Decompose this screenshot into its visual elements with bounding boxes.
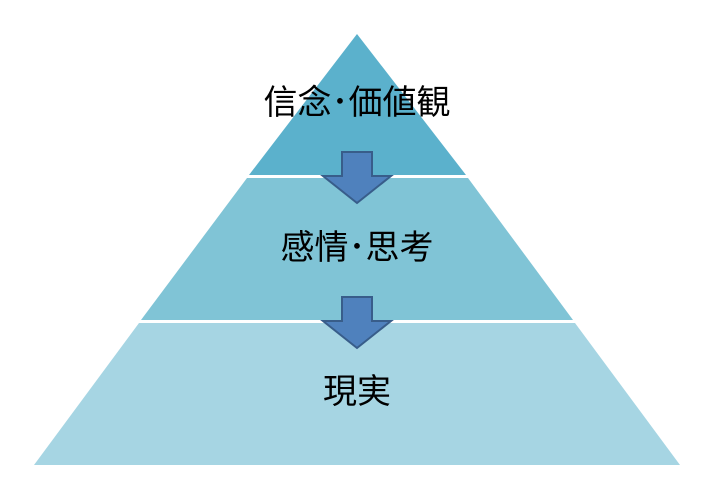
pyramid-tier-bottom: [34, 323, 680, 465]
tier-label-beliefs-values: 信念･価値観: [264, 83, 451, 123]
arrow-down-icon: [320, 151, 394, 205]
pyramid-tier-middle: [141, 178, 573, 320]
pyramid-tier-top: [249, 34, 466, 175]
tier-label-reality: 現実: [323, 372, 391, 412]
arrow-down-icon: [320, 296, 394, 350]
tier-label-emotions-thoughts: 感情･思考: [281, 228, 434, 268]
